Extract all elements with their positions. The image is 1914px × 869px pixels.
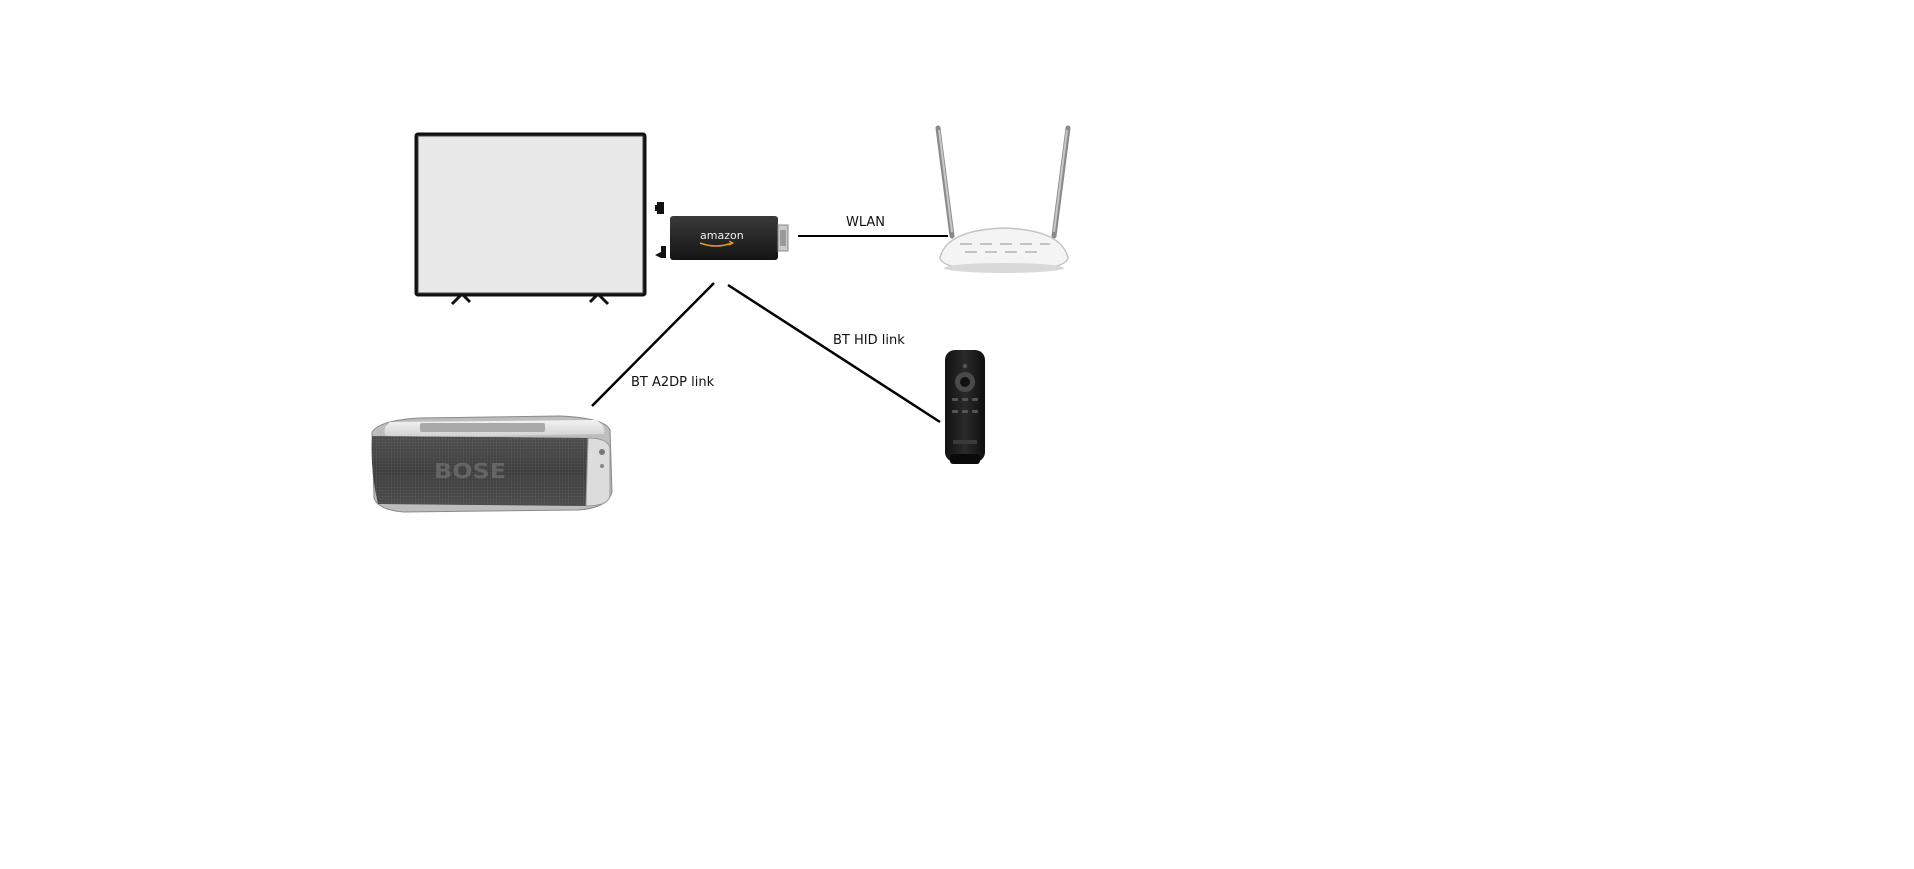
amazon-logo-text: amazon xyxy=(700,229,744,242)
bluetooth-speaker-icon: BOSE xyxy=(371,415,613,513)
bt-a2dp-link-label: BT A2DP link xyxy=(631,375,715,390)
fire-tv-stick-icon: amazon xyxy=(670,216,789,260)
wlan-link-label: WLAN xyxy=(846,215,886,230)
bt-a2dp-link-line xyxy=(591,282,715,407)
remote-control-icon xyxy=(945,350,985,464)
wifi-router-icon xyxy=(935,125,1071,273)
bt-hid-link-line xyxy=(727,283,941,424)
bt-hid-link-label: BT HID link xyxy=(833,333,905,348)
bose-logo-text: BOSE xyxy=(434,459,506,483)
television-icon xyxy=(414,132,666,306)
